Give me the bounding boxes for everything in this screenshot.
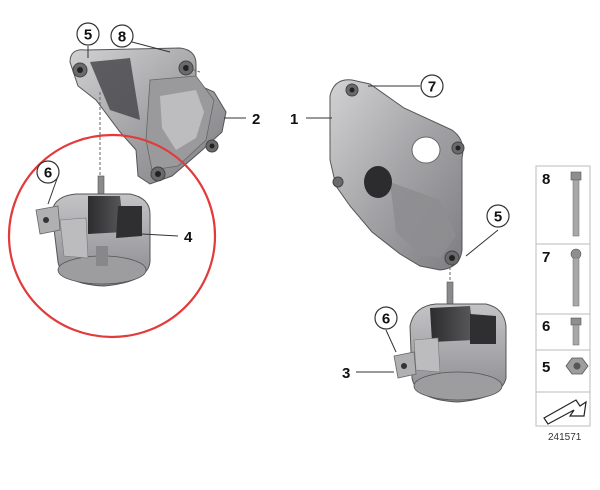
callout-6-right[interactable]: 6 bbox=[374, 306, 398, 330]
engine-mount-right bbox=[393, 281, 507, 403]
svg-text:5: 5 bbox=[542, 359, 550, 376]
svg-text:6: 6 bbox=[542, 318, 550, 335]
svg-text:8: 8 bbox=[542, 171, 550, 188]
callout-8[interactable]: 8 bbox=[110, 24, 134, 48]
leader-lines bbox=[47, 41, 499, 373]
svg-text:7: 7 bbox=[542, 249, 550, 266]
callout-1[interactable]: 1 bbox=[290, 111, 298, 128]
svg-text:8: 8 bbox=[118, 29, 126, 46]
bolt-icon bbox=[570, 171, 582, 237]
stud-icon bbox=[570, 248, 582, 307]
callout-3[interactable]: 3 bbox=[342, 365, 350, 382]
reference-number: 241571 bbox=[548, 432, 582, 443]
svg-text:7: 7 bbox=[428, 79, 436, 96]
svg-text:4: 4 bbox=[184, 229, 193, 246]
engine-mount-left bbox=[35, 175, 151, 287]
legend-item-6[interactable]: 6 bbox=[542, 317, 582, 346]
svg-text:3: 3 bbox=[342, 365, 350, 382]
nut-icon bbox=[565, 357, 589, 375]
callout-4[interactable]: 4 bbox=[184, 229, 193, 246]
callout-7[interactable]: 7 bbox=[420, 74, 444, 98]
callout-5-right[interactable]: 5 bbox=[486, 204, 510, 228]
legend-item-5[interactable]: 5 bbox=[542, 357, 589, 376]
engine-support-arm bbox=[69, 47, 227, 185]
svg-text:2: 2 bbox=[252, 111, 260, 128]
legend-item-7[interactable]: 7 bbox=[542, 248, 582, 307]
arrow-icon bbox=[543, 399, 587, 425]
callout-6-left[interactable]: 6 bbox=[36, 160, 60, 184]
legend-item-8[interactable]: 8 bbox=[542, 171, 582, 237]
callout-5-top[interactable]: 5 bbox=[76, 22, 100, 46]
screw-icon bbox=[570, 317, 582, 346]
engine-mounting-bracket bbox=[329, 79, 465, 271]
callout-2[interactable]: 2 bbox=[252, 111, 260, 128]
svg-text:6: 6 bbox=[382, 311, 390, 328]
svg-text:1: 1 bbox=[290, 111, 298, 128]
svg-text:5: 5 bbox=[494, 209, 502, 226]
svg-text:5: 5 bbox=[84, 27, 92, 44]
fastener-legend: 8 7 6 5 bbox=[535, 165, 591, 427]
svg-text:6: 6 bbox=[44, 165, 52, 182]
highlight-circle bbox=[7, 133, 217, 339]
